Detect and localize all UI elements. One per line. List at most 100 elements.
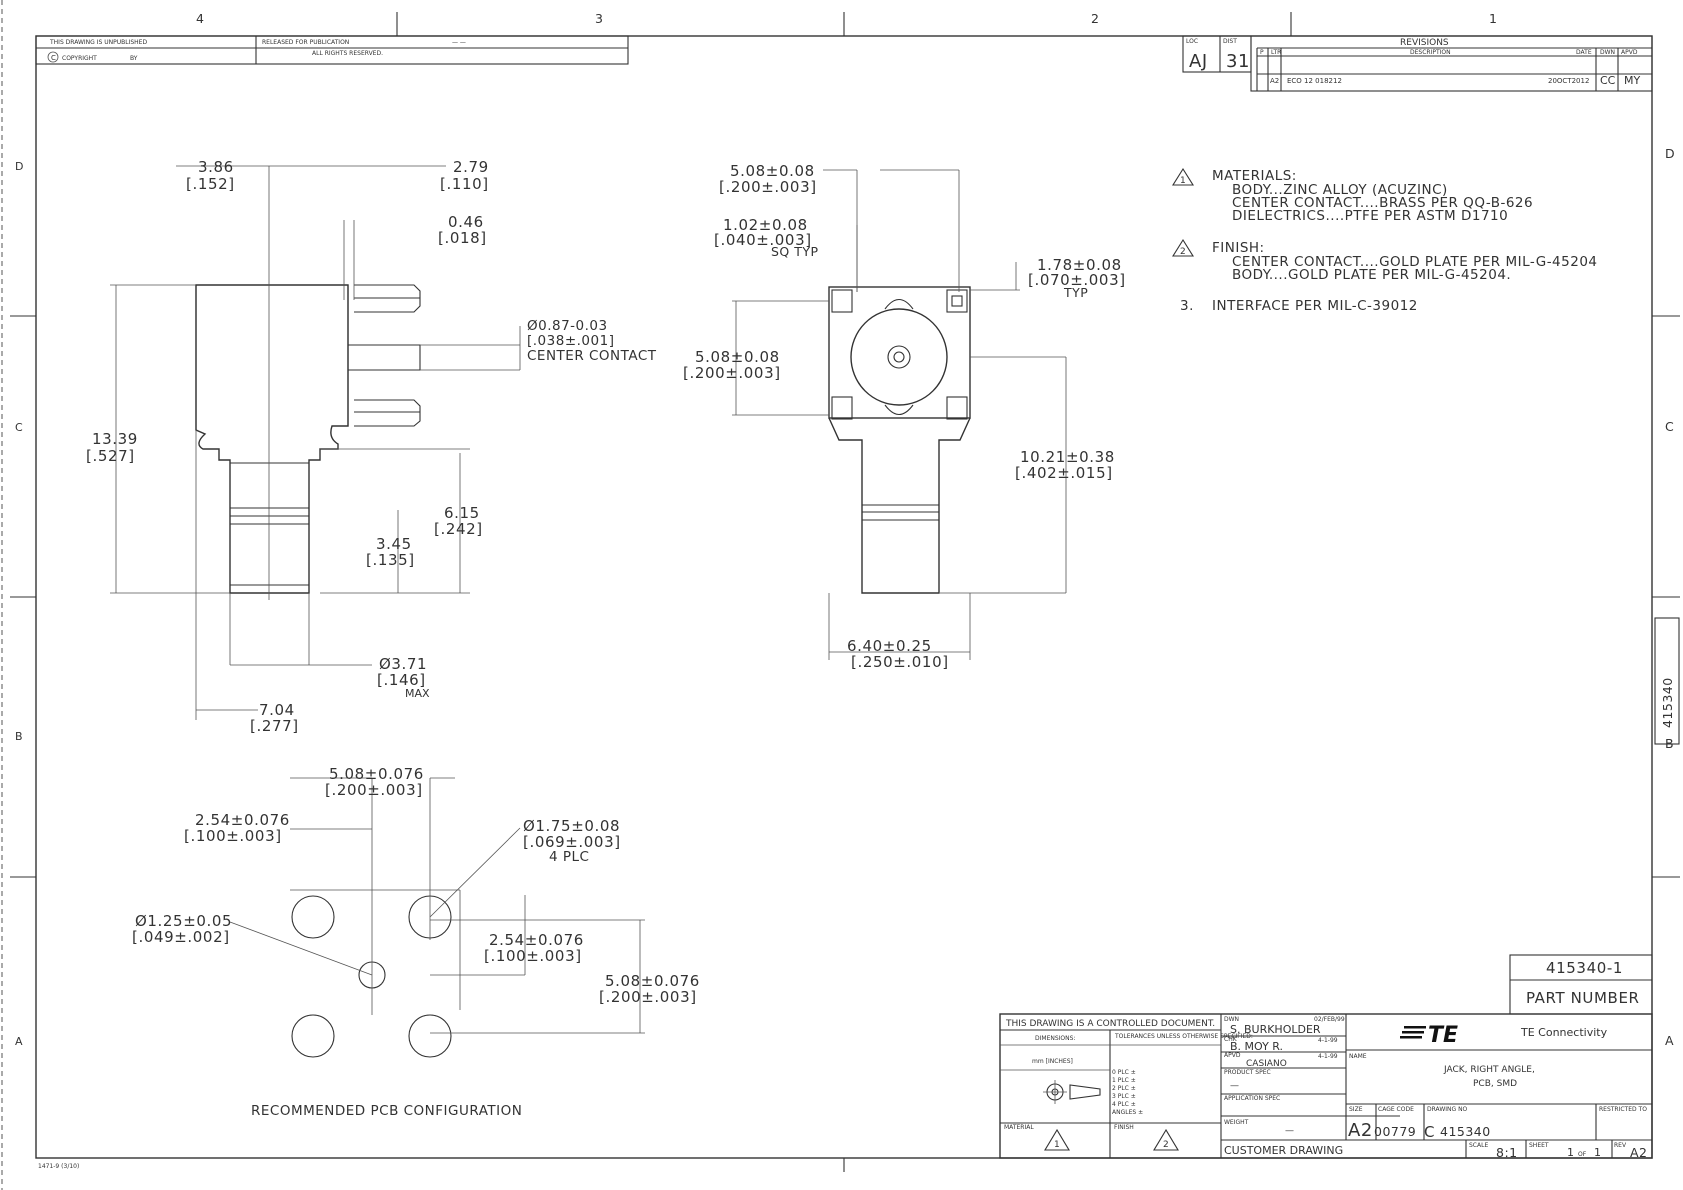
loc-value: AJ: [1189, 51, 1208, 72]
copyright-note: COPYRIGHT: [62, 55, 97, 62]
weight-value: —: [1285, 1126, 1294, 1136]
dim-value-inch: [.200±.003]: [683, 364, 781, 382]
material-label: MATERIAL: [1004, 1124, 1034, 1131]
dim-value-inch: [.100±.003]: [184, 827, 282, 845]
front-flange: [828, 286, 971, 419]
apvd-label: APVD: [1224, 1052, 1241, 1059]
product-spec-value: —: [1230, 1081, 1239, 1091]
chk-name: B. MOY R.: [1230, 1040, 1283, 1053]
dim-note: TYP: [1063, 285, 1088, 300]
dim-value: 2.79: [453, 158, 489, 176]
dim-value: 13.39: [92, 430, 138, 448]
rev-date: 20OCT2012: [1548, 77, 1589, 85]
dim-value-inch: [.402±.015]: [1015, 464, 1113, 482]
dim-value: Ø1.75±0.08: [523, 817, 620, 835]
dim-value-inch: [.018]: [438, 229, 487, 247]
drawing-no-value: 415340: [1440, 1124, 1491, 1139]
dim-value: 2.54±0.076: [195, 811, 290, 829]
note-1-title: MATERIALS:: [1212, 168, 1297, 184]
dim-note: CENTER CONTACT: [527, 348, 657, 364]
dim-value: 2.54±0.076: [489, 931, 584, 949]
loc-dist-block: LOC AJ DIST 31: [1182, 35, 1252, 73]
zone-label-right: A: [1665, 1033, 1674, 1048]
scale-label: SCALE: [1469, 1142, 1488, 1149]
dim-value-inch: [.135]: [366, 551, 415, 569]
svg-text:— —: — —: [452, 39, 466, 46]
dim-value-inch: [.277]: [250, 717, 299, 735]
dim-value-inch: [.038±.001]: [527, 333, 614, 349]
dim-value: Ø1.25±0.05: [135, 912, 232, 930]
of-label: OF: [1578, 1151, 1587, 1158]
zone-label-top: 3: [595, 11, 603, 26]
dimensions-units: mm [INCHES]: [1032, 1058, 1073, 1065]
dim-value-inch: [.070±.003]: [1028, 271, 1126, 289]
side-view: 3.86 [.152] 2.79 [.110] 0.46 [.018] Ø0.8…: [86, 158, 657, 735]
front-view: 5.08±0.08 [.200±.003] 1.02±0.08 [.040±.0…: [683, 162, 1126, 671]
weight-label: WEIGHT: [1224, 1119, 1249, 1126]
note-2-triangle-icon: [1172, 238, 1194, 257]
svg-text:2: 2: [1163, 1140, 1169, 1150]
front-body-outline: [828, 417, 971, 594]
released-note: RELEASED FOR PUBLICATION: [262, 39, 349, 46]
dim-value-inch: [.049±.002]: [132, 928, 230, 946]
dim-value-inch: [.250±.010]: [851, 653, 949, 671]
rev-col-p: P: [1260, 49, 1264, 56]
dim-value: 10.21±0.38: [1020, 448, 1115, 466]
front-dielectric-circle: [850, 308, 948, 406]
center-contact-pin: [348, 344, 421, 371]
finish-triangle-icon: [1153, 1128, 1179, 1151]
pcb-configuration: 5.08±0.076 [.200±.003] 2.54±0.076 [.100±…: [132, 765, 699, 1119]
cage-code-value: 00779: [1374, 1124, 1416, 1139]
dim-value: 7.04: [259, 701, 295, 719]
drawing-notes: 1 MATERIALS: BODY...ZINC ALLOY (ACUZINC)…: [1172, 167, 1597, 314]
svg-text:2: 2: [1180, 247, 1186, 257]
application-spec-label: APPLICATION SPEC: [1224, 1095, 1280, 1102]
copyright-by: BY: [130, 55, 138, 62]
sheet-label: SHEET: [1529, 1142, 1549, 1149]
size-label: SIZE: [1349, 1106, 1363, 1113]
note-1-line: BODY...ZINC ALLOY (ACUZINC): [1232, 182, 1448, 198]
revisions-table: REVISIONS P LTR DESCRIPTION DATE DWN APV…: [1250, 35, 1653, 92]
zone-label-top: 4: [196, 11, 204, 26]
dim-value: 5.08±0.08: [695, 348, 780, 366]
tolerances-label: TOLERANCES UNLESS OTHERWISE SPECIFIED:: [1114, 1033, 1253, 1040]
projection-symbol-icon: [1043, 1080, 1101, 1104]
cage-code-label: CAGE CODE: [1378, 1106, 1414, 1113]
scale-value: 8:1: [1496, 1145, 1518, 1160]
name-label: NAME: [1349, 1053, 1367, 1060]
pcb-pad: [291, 1014, 335, 1058]
svg-text:2 PLC ±: 2 PLC ±: [1112, 1085, 1136, 1092]
zone-label-left: C: [15, 421, 23, 434]
dim-value-inch: [.527]: [86, 447, 135, 465]
side-tab: 415340: [1654, 617, 1680, 745]
dim-value: 6.40±0.25: [847, 637, 932, 655]
part-number-label: PART NUMBER: [1526, 989, 1640, 1007]
pcb-pad: [408, 1014, 452, 1058]
drawing-title-line: PCB, SMD: [1473, 1079, 1517, 1089]
dim-value: Ø3.71: [379, 655, 427, 673]
header-strip: THIS DRAWING IS UNPUBLISHED RELEASED FOR…: [35, 35, 629, 65]
apvd-date: 4-1-99: [1318, 1053, 1338, 1060]
sheet-value: 1: [1567, 1146, 1574, 1159]
zone-label-right: C: [1665, 419, 1674, 434]
rev-description: ECO 12 018212: [1287, 77, 1342, 85]
dim-value-inch: [.200±.003]: [325, 781, 423, 799]
of-value: 1: [1594, 1146, 1601, 1159]
pcb-caption: RECOMMENDED PCB CONFIGURATION: [251, 1103, 522, 1119]
svg-text:1: 1: [1180, 176, 1186, 186]
company-name: TE Connectivity: [1520, 1026, 1608, 1039]
revisions-title: REVISIONS: [1400, 38, 1449, 48]
part-number-box: 415340-1 PART NUMBER: [1509, 954, 1653, 1015]
dim-note: SQ TYP: [771, 244, 819, 259]
drawing-no-label: DRAWING NO: [1427, 1106, 1468, 1113]
product-spec-label: PRODUCT SPEC: [1224, 1069, 1271, 1076]
dim-value-inch: [.200±.003]: [719, 178, 817, 196]
dim-value-inch: [.242]: [434, 520, 483, 538]
dwn-label: DWN: [1224, 1016, 1239, 1023]
rev-col-ltr: LTR: [1271, 49, 1281, 56]
note-3-text: INTERFACE PER MIL-C-39012: [1212, 298, 1418, 314]
svg-text:3 PLC ±: 3 PLC ±: [1112, 1093, 1136, 1100]
svg-text:1 PLC ±: 1 PLC ±: [1112, 1077, 1136, 1084]
note-2-title: FINISH:: [1212, 240, 1265, 256]
dim-value-inch: [.040±.003]: [714, 231, 812, 249]
